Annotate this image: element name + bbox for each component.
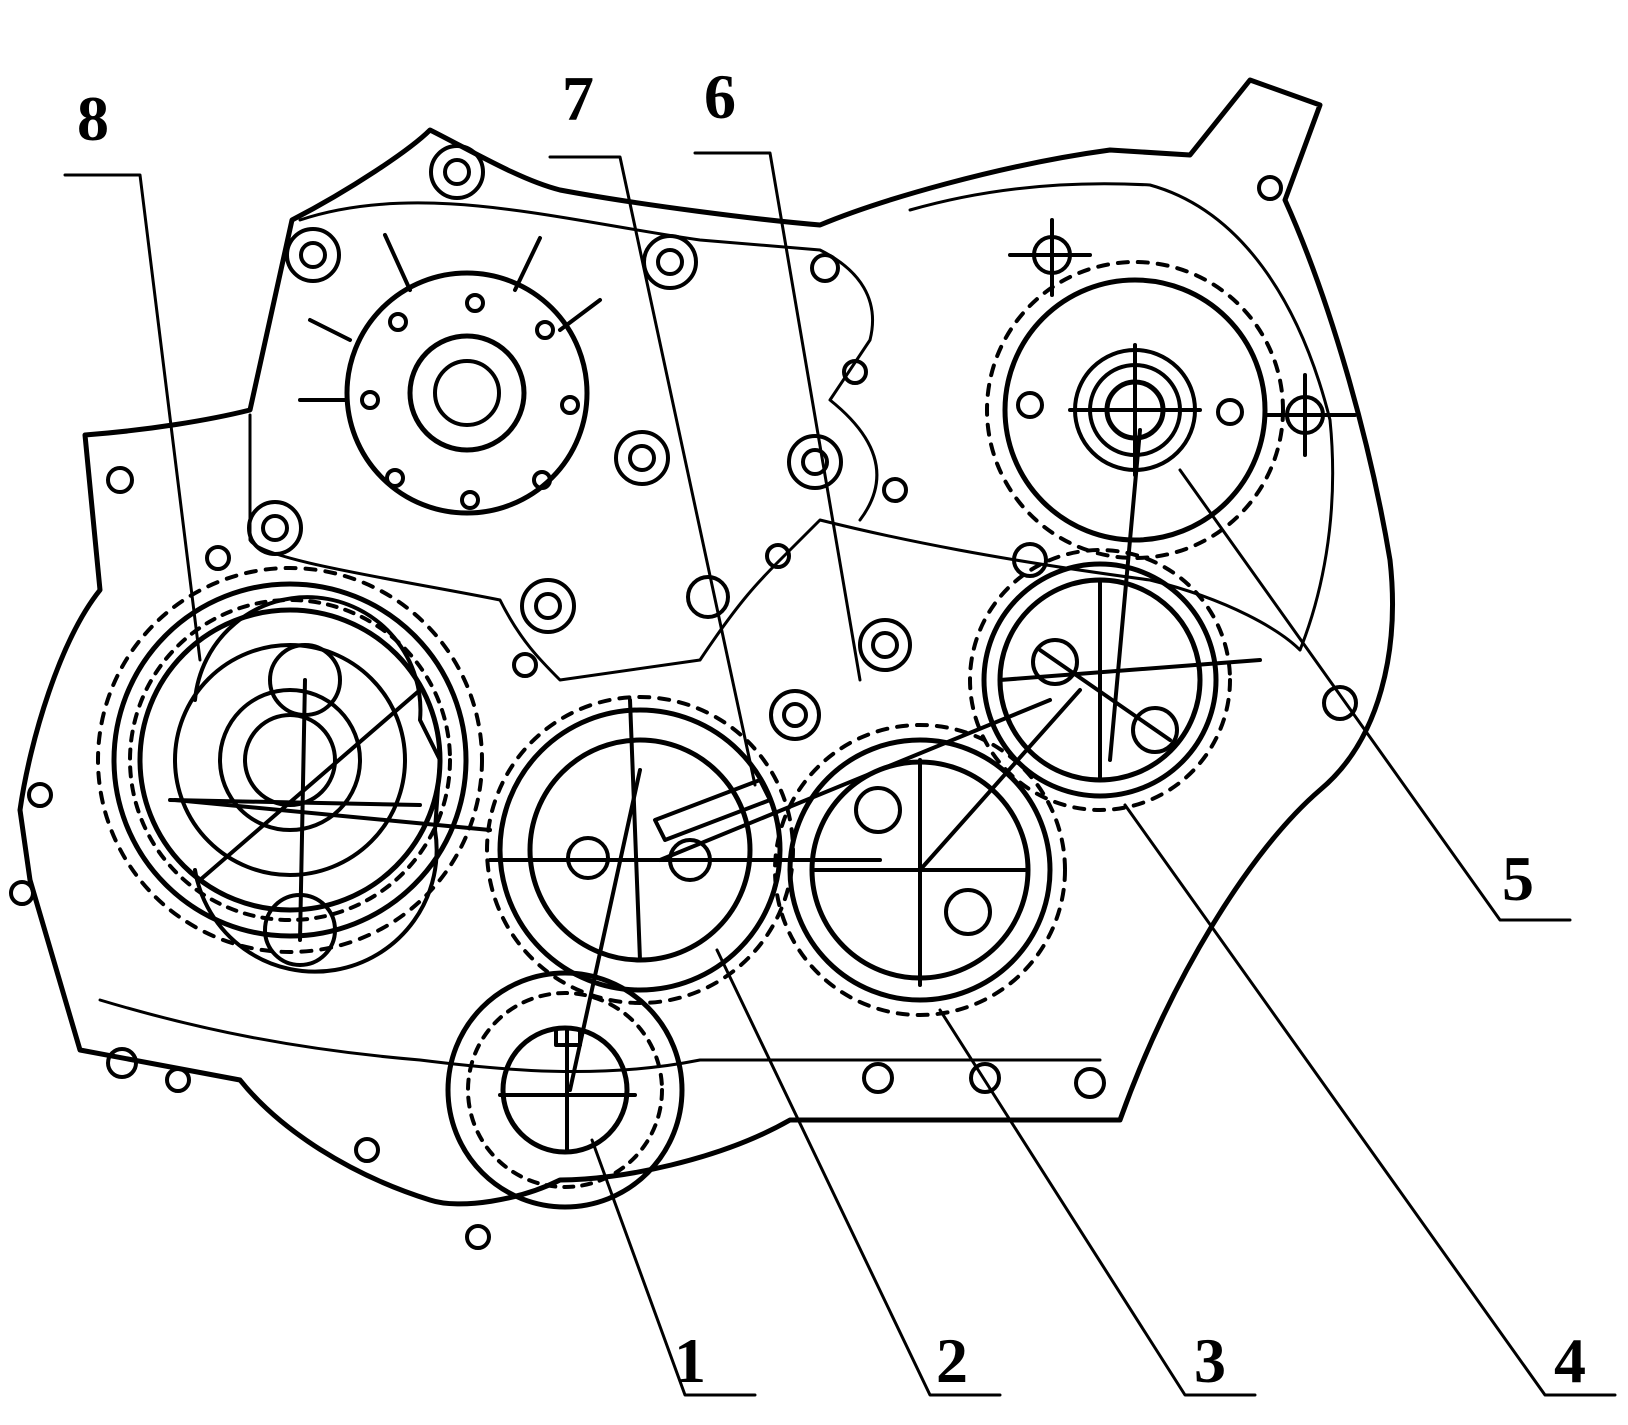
- leader-4: [1125, 805, 1615, 1395]
- label-8: 8: [77, 83, 109, 154]
- label-3: 3: [1194, 1325, 1226, 1396]
- housing-bottom-line: [100, 1000, 1100, 1072]
- label-7: 7: [562, 63, 594, 134]
- pump-flange: [300, 235, 600, 513]
- leader-6: [695, 153, 860, 680]
- gear-8: [98, 568, 490, 972]
- leader-8: [65, 175, 200, 660]
- leader-lines: [65, 153, 1615, 1395]
- gear-4: [660, 550, 1260, 860]
- label-1: 1: [674, 1325, 706, 1396]
- label-6: 6: [704, 61, 736, 132]
- label-4: 4: [1554, 1325, 1586, 1396]
- gear-3: [775, 690, 1080, 1015]
- label-2: 2: [936, 1325, 968, 1396]
- label-5: 5: [1502, 843, 1534, 914]
- housing-outline: [20, 80, 1392, 1204]
- gear-1: [448, 973, 682, 1207]
- leader-7: [550, 157, 755, 785]
